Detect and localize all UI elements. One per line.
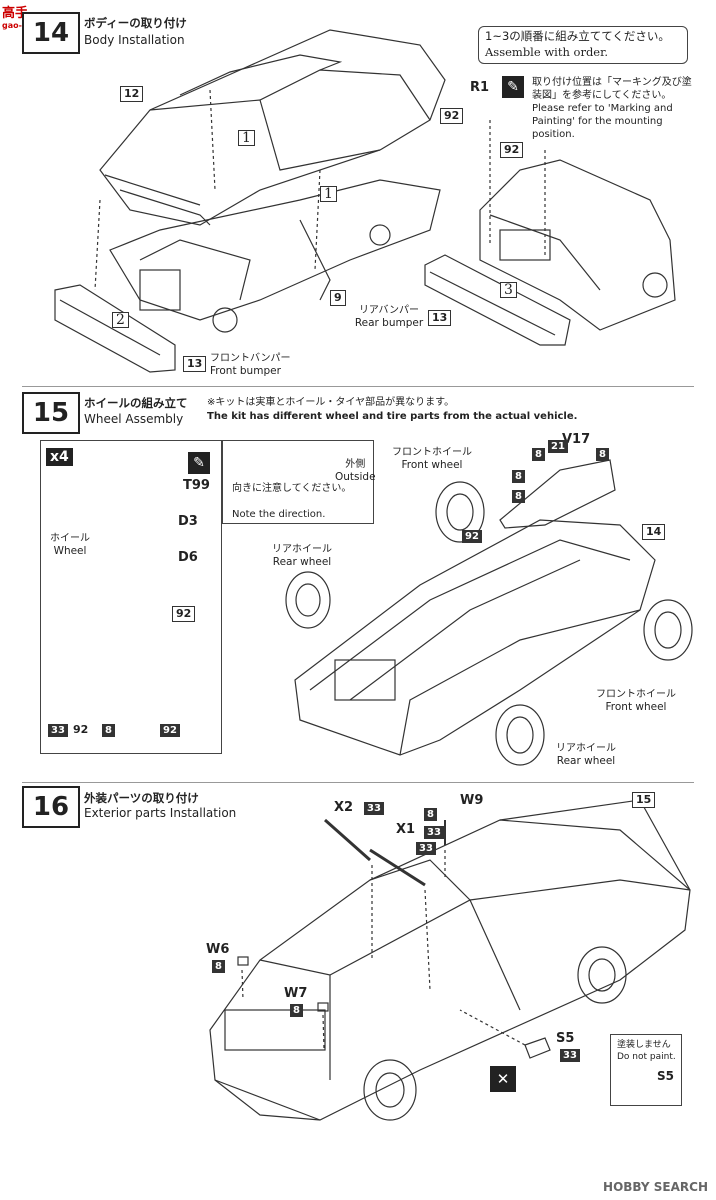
no-paint-jp: 塗装しません bbox=[617, 1040, 671, 1050]
order-mark-1a: 1 bbox=[238, 130, 255, 146]
part-8-center-b: 8 bbox=[512, 490, 525, 503]
part-21: 21 bbox=[548, 440, 568, 453]
part-92-b: 92 bbox=[500, 142, 524, 158]
step-15-note-jp: ※キットは実車とホイール・タイヤ部品が異なります。 bbox=[207, 397, 455, 408]
no-paint-box: 塗装しません Do not paint. S5 bbox=[610, 1034, 682, 1106]
front-bumper-illustration bbox=[54, 284, 176, 373]
outside-label: 外側 Outside bbox=[335, 459, 376, 483]
part-d6: D6 bbox=[178, 550, 198, 565]
part-92-box-a: 92 bbox=[172, 606, 196, 622]
w7-illustration bbox=[317, 1002, 329, 1012]
front-wheel-label-top: フロントホイール Front wheel bbox=[392, 447, 472, 471]
part-15: 15 bbox=[632, 792, 656, 808]
front-wheel-label-right: フロントホイール Front wheel bbox=[596, 689, 676, 713]
part-w7: W7 bbox=[284, 986, 308, 1001]
part-8-v17: 8 bbox=[532, 448, 545, 461]
part-w9: W9 bbox=[460, 793, 484, 808]
part-8-right: 8 bbox=[596, 448, 609, 461]
wheel-label: ホイール Wheel bbox=[50, 533, 90, 557]
step-15-note-en: The kit has different wheel and tire par… bbox=[207, 411, 578, 422]
part-s5-box: S5 bbox=[657, 1069, 674, 1083]
part-8-box: 8 bbox=[102, 724, 115, 737]
part-92-box-c: 92 bbox=[160, 724, 180, 737]
rear-wheel-label-bottom: リアホイール Rear wheel bbox=[556, 743, 616, 767]
wiper-illustrations bbox=[324, 818, 446, 887]
wheel-assembly-box bbox=[40, 440, 222, 754]
direction-note-en: Note the direction. bbox=[232, 509, 326, 520]
part-9: 9 bbox=[330, 290, 346, 306]
order-mark-2: 2 bbox=[112, 312, 129, 328]
step-15-title-jp: ホイールの組み立て bbox=[84, 396, 188, 410]
part-13-front: 13 bbox=[183, 356, 207, 372]
mirror-s5-illustration bbox=[524, 1037, 551, 1059]
part-v17: V17 bbox=[562, 432, 591, 447]
part-r1: R1 bbox=[470, 80, 490, 95]
part-33-w9: 33 bbox=[424, 826, 444, 839]
assembly-order-note: 1~3の順番に組み立ててください。 Assemble with order. bbox=[478, 26, 688, 64]
part-33-box: 33 bbox=[48, 724, 68, 737]
paint-brush-icon: ✎ bbox=[502, 76, 524, 98]
order-mark-1b: 1 bbox=[320, 186, 337, 202]
order-note-jp: 1~3の順番に組み立ててください。 bbox=[485, 29, 670, 43]
part-92-a: 92 bbox=[440, 108, 464, 124]
step-16-title-en: Exterior parts Installation bbox=[84, 806, 237, 820]
w6-illustration bbox=[237, 956, 249, 966]
front-bumper-label: フロントバンパー Front bumper bbox=[210, 353, 291, 377]
part-13-rear: 13 bbox=[428, 310, 452, 326]
part-t99: T99 bbox=[183, 478, 210, 493]
part-8-w9: 8 bbox=[424, 808, 437, 821]
part-14: 14 bbox=[642, 524, 666, 540]
wheel-front-left bbox=[435, 481, 485, 543]
v17-plate-illustration bbox=[499, 459, 616, 529]
watermark-hobbysearch: HOBBY SEARCH bbox=[603, 1180, 708, 1194]
wheel-rear-right bbox=[495, 704, 545, 766]
chassis-illustration bbox=[109, 179, 441, 333]
order-note-en: Assemble with order. bbox=[485, 45, 609, 59]
rear-bumper-label: リアバンパー Rear bumper bbox=[354, 305, 424, 329]
part-x2: X2 bbox=[334, 800, 354, 815]
part-12: 12 bbox=[120, 86, 144, 102]
step-16-title-jp: 外装パーツの取り付け bbox=[84, 791, 199, 805]
order-mark-3: 3 bbox=[500, 282, 517, 298]
part-33-x1: 33 bbox=[416, 842, 436, 855]
step-14-number: 14 bbox=[22, 12, 80, 54]
wheel-rear-left bbox=[285, 571, 331, 629]
body-shell-illustration bbox=[99, 29, 446, 226]
separator-14-15 bbox=[22, 386, 694, 387]
part-8-center-a: 8 bbox=[512, 470, 525, 483]
step-14-title-jp: ボディーの取り付け bbox=[84, 16, 187, 30]
tread-direction-box bbox=[222, 440, 374, 524]
part-33-s5: 33 bbox=[560, 1049, 580, 1062]
part-92-box-b: 92 bbox=[70, 723, 92, 737]
car-wheel-front bbox=[363, 1059, 417, 1121]
step-14-title-en: Body Installation bbox=[84, 33, 185, 47]
part-8-w7: 8 bbox=[290, 1004, 303, 1017]
car-wheel-rear bbox=[577, 946, 627, 1004]
rear-body-illustration bbox=[479, 159, 676, 331]
part-s5: S5 bbox=[556, 1031, 575, 1046]
step-16-number: 16 bbox=[22, 786, 80, 828]
separator-15-16 bbox=[22, 782, 694, 783]
car-underside-illustration bbox=[294, 519, 656, 756]
part-33-x2: 33 bbox=[364, 802, 384, 815]
direction-note-jp: 向きに注意してください。 bbox=[232, 483, 352, 494]
part-w6: W6 bbox=[206, 942, 230, 957]
paint-brush-icon-2: ✎ bbox=[188, 452, 210, 474]
part-d3: D3 bbox=[178, 514, 198, 529]
part-8-w6: 8 bbox=[212, 960, 225, 973]
part-x1: X1 bbox=[396, 822, 416, 837]
paint-note-jp: 取り付け位置は「マーキング及び塗装図」を参考にしてください。 bbox=[532, 77, 692, 101]
wheel-front-right bbox=[643, 599, 693, 661]
no-paint-brush-icon: ✕ bbox=[490, 1066, 516, 1092]
part-92-underside: 92 bbox=[462, 530, 482, 543]
no-paint-en: Do not paint. bbox=[617, 1052, 676, 1062]
rear-bumper-illustration bbox=[424, 254, 571, 346]
step-15-number: 15 bbox=[22, 392, 80, 434]
step-15-title-en: Wheel Assembly bbox=[84, 412, 184, 426]
paint-note-en: Please refer to 'Marking and Painting' f… bbox=[532, 103, 673, 140]
quantity-x4: x4 bbox=[46, 448, 73, 466]
rear-wheel-label-left: リアホイール Rear wheel bbox=[272, 544, 332, 568]
